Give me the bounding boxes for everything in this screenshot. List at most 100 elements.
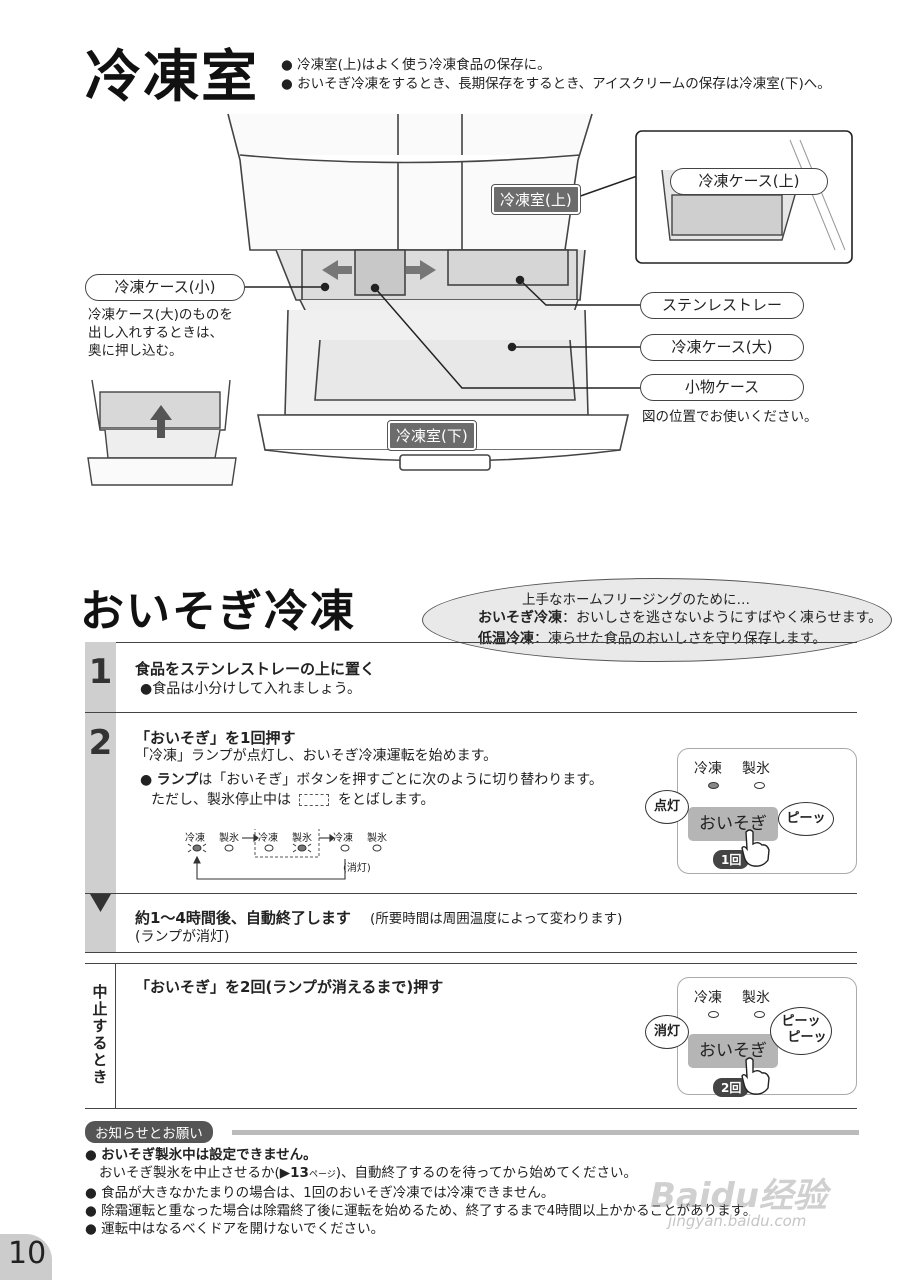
panel1-freeze-label: 冷凍	[694, 761, 722, 777]
lamp-text: は「おいそぎ」ボタンを押すごとに次のように切り替わります。	[198, 772, 603, 788]
panel2-count: 2回	[713, 1078, 750, 1097]
seq-a-freeze: 冷凍	[185, 833, 205, 844]
notice-item-1-text-b: )、自動終了するのを待ってから始めてください。	[335, 1165, 637, 1181]
step-3-title: 約1～4時間後、自動終了します	[135, 909, 351, 927]
step-2-line-2: ● ランプは「おいそぎ」ボタンを押すごとに次のように切り替わります。	[140, 772, 603, 788]
panel2-sound-2: ピーッ	[787, 1030, 827, 1045]
seq-b-freeze: 冷凍	[258, 833, 278, 844]
panel1-status-bubble: 点灯	[645, 790, 689, 824]
seq-c-freeze: 冷凍	[333, 833, 353, 844]
step-2-line-1: 「冷凍」ランプが点灯し、おいそぎ冷凍運転を始めます。	[135, 748, 498, 764]
notice-item-1: ● おいそぎ製氷中は設定できません。	[85, 1147, 317, 1163]
tip-text-1: ：おいしさを逃さないようにすばやく凍らせます。	[562, 610, 883, 626]
step-2-title: 「おいそぎ」を1回押す	[135, 729, 296, 747]
notice-item-2: ● 食品が大きなかたまりの場合は、1回のおいそぎ冷凍では冷凍できません。	[85, 1185, 555, 1201]
panel2-freeze-label: 冷凍	[694, 990, 722, 1006]
panel2-freeze-lamp	[708, 1011, 719, 1018]
seq-b-ice: 製氷	[292, 833, 312, 844]
skip-text-a: ただし、製氷停止中は	[151, 792, 291, 808]
panel2-ice-label: 製氷	[742, 990, 770, 1006]
skip-text-b: をとばします。	[337, 792, 435, 808]
step-3-title-row: 約1～4時間後、自動終了します (所要時間は周囲温度によって変わります)	[135, 907, 622, 928]
bullet-line-1: ● 冷凍室(上)はよく使う冷凍食品の保存に。	[281, 57, 551, 73]
label-accessory-case: 小物ケース	[640, 374, 804, 401]
watermark-url: jingyan.baidu.com	[668, 1212, 807, 1230]
step-arrow	[85, 894, 116, 952]
dashed-box-icon	[299, 794, 330, 806]
tip-line-1: おいそぎ冷凍：おいしさを逃さないようにすばやく凍らせます。	[478, 607, 882, 627]
steps-top-rule	[85, 642, 857, 643]
panel1-ice-lamp	[754, 782, 765, 789]
step-number: 2	[85, 713, 116, 893]
notice-item-1-bold: おいそぎ製氷中は設定できません。	[101, 1147, 317, 1163]
label-small-case: 冷凍ケース(小)	[85, 274, 245, 301]
step-2-line-3: ただし、製氷停止中は をとばします。	[151, 790, 435, 810]
notice-list: ● おいそぎ製氷中は設定できません。 おいそぎ製氷を中止させるか(▶13ページ)…	[85, 1146, 865, 1238]
note-line-1: 冷凍ケース(大)のものを	[88, 307, 233, 323]
lamp-term: ランプ	[156, 772, 199, 788]
label-upper-room: 冷凍室(上)	[491, 184, 581, 215]
notice-item-2-text: 食品が大きなかたまりの場合は、1回のおいそぎ冷凍では冷凍できません。	[101, 1185, 555, 1201]
lamp-sequence-graphic	[187, 829, 382, 880]
seq-off-label: (消灯)	[343, 863, 371, 874]
page-ref-link[interactable]: ▶13	[279, 1165, 309, 1181]
position-note: 図の位置でお使いください。	[642, 409, 818, 425]
page-number: 10	[8, 1236, 47, 1271]
lamp-sequence: 冷凍 製氷 冷凍 製氷 冷凍 製氷 (消灯)	[185, 829, 425, 889]
label-large-case: 冷凍ケース(大)	[640, 334, 804, 361]
note-line-2: 出し入れするときは、	[88, 325, 223, 341]
tip-term-2: 低温冷凍	[478, 631, 534, 647]
freezer-illustration	[87, 113, 853, 486]
panel2-ice-lamp	[754, 1011, 765, 1018]
step-3: 約1～4時間後、自動終了します (所要時間は周囲温度によって変わります) (ラン…	[85, 894, 857, 953]
section-title-freezer: 冷凍室	[85, 45, 259, 110]
notice-item-1-text-a: おいそぎ製氷を中止させるか(	[99, 1165, 280, 1181]
note-line-3: 奥に押し込む。	[88, 343, 183, 359]
tip-text-2: ：凍らせた食品のおいしさを守り保存します。	[534, 631, 827, 647]
notice-item-4-text: 運転中はなるべくドアを開けないでください。	[101, 1221, 385, 1237]
panel1-sound-bubble: ピーッ	[778, 802, 834, 836]
notice-item-3-text: 除霜運転と重なった場合は除霜終了後に運転を始めるため、終了するまで4時間以上かか…	[101, 1203, 757, 1219]
step-1: 1 食品をステンレストレーの上に置く ●食品は小分けして入れましょう。	[85, 642, 857, 713]
quick-freeze-button[interactable]: おいそぎ	[688, 807, 778, 841]
section-title-quick-freeze: おいそぎ冷凍	[80, 586, 356, 637]
label-lower-room: 冷凍室(下)	[387, 420, 477, 451]
page-ref-unit: ページ	[308, 1170, 336, 1180]
label-upper-case: 冷凍ケース(上)	[670, 168, 828, 195]
panel2-sound-bubble: ピーッ ピーッ	[770, 1007, 832, 1055]
page-number-tab	[0, 1234, 52, 1280]
step-3-note: (所要時間は周囲温度によって変わります)	[369, 911, 623, 927]
panel1-count: 1回	[713, 850, 750, 869]
notice-rule	[232, 1130, 859, 1135]
tip-ellipse	[422, 578, 892, 662]
down-arrow-icon	[90, 894, 111, 912]
panel1-freeze-lamp	[708, 782, 719, 789]
bullet-line-2: ● おいそぎ冷凍をするとき、長期保存をするとき、アイスクリームの保存は冷凍室(下…	[281, 76, 831, 92]
notice-item-4: ● 運転中はなるべくドアを開けないでください。	[85, 1221, 385, 1237]
step-2: 2 「おいそぎ」を1回押す 「冷凍」ランプが点灯し、おいそぎ冷凍運転を始めます。…	[85, 713, 857, 894]
panel2-status-bubble: 消灯	[645, 1015, 689, 1049]
tip-heading: 上手なホームフリージングのために…	[522, 592, 751, 608]
seq-a-ice: 製氷	[219, 833, 239, 844]
step-1-sub: ●食品は小分けして入れましょう。	[140, 681, 361, 697]
label-stainless-tray: ステンレストレー	[640, 292, 804, 319]
pointing-hand-icon	[741, 829, 770, 867]
tip-line-2: 低温冷凍：凍らせた食品のおいしさを守り保存します。	[478, 628, 826, 648]
small-case-note: 冷凍ケース(大)のものを 出し入れするときは、 奥に押し込む。	[88, 306, 233, 360]
stop-title: 「おいそぎ」を2回(ランプが消えるまで)押す	[135, 978, 444, 996]
stop-section: 中止するとき 「おいそぎ」を2回(ランプが消えるまで)押す	[85, 963, 857, 1109]
notice-heading: お知らせとお願い	[85, 1121, 213, 1143]
freezer-bullets: ● 冷凍室(上)はよく使う冷凍食品の保存に。 ● おいそぎ冷凍をするとき、長期保…	[281, 56, 831, 94]
quick-freeze-button-2[interactable]: おいそぎ	[688, 1034, 778, 1068]
notice-item-1-detail: おいそぎ製氷を中止させるか(▶13ページ)、自動終了するのを待ってから始めてくだ…	[85, 1164, 865, 1184]
pointing-hand-icon-2	[741, 1057, 770, 1095]
panel1-ice-label: 製氷	[742, 761, 770, 777]
notice-item-3: ● 除霜運転と重なった場合は除霜終了後に運転を始めるため、終了するまで4時間以上…	[85, 1203, 757, 1219]
stop-side-tab: 中止するとき	[85, 964, 116, 1108]
step-3-sub: (ランプが消灯)	[135, 929, 230, 945]
tip-term-1: おいそぎ冷凍	[478, 610, 562, 626]
panel2-sound-1: ピーッ	[781, 1014, 821, 1029]
stop-side-label: 中止するとき	[90, 984, 109, 1086]
step-number: 1	[85, 642, 116, 712]
seq-c-ice: 製氷	[367, 833, 387, 844]
